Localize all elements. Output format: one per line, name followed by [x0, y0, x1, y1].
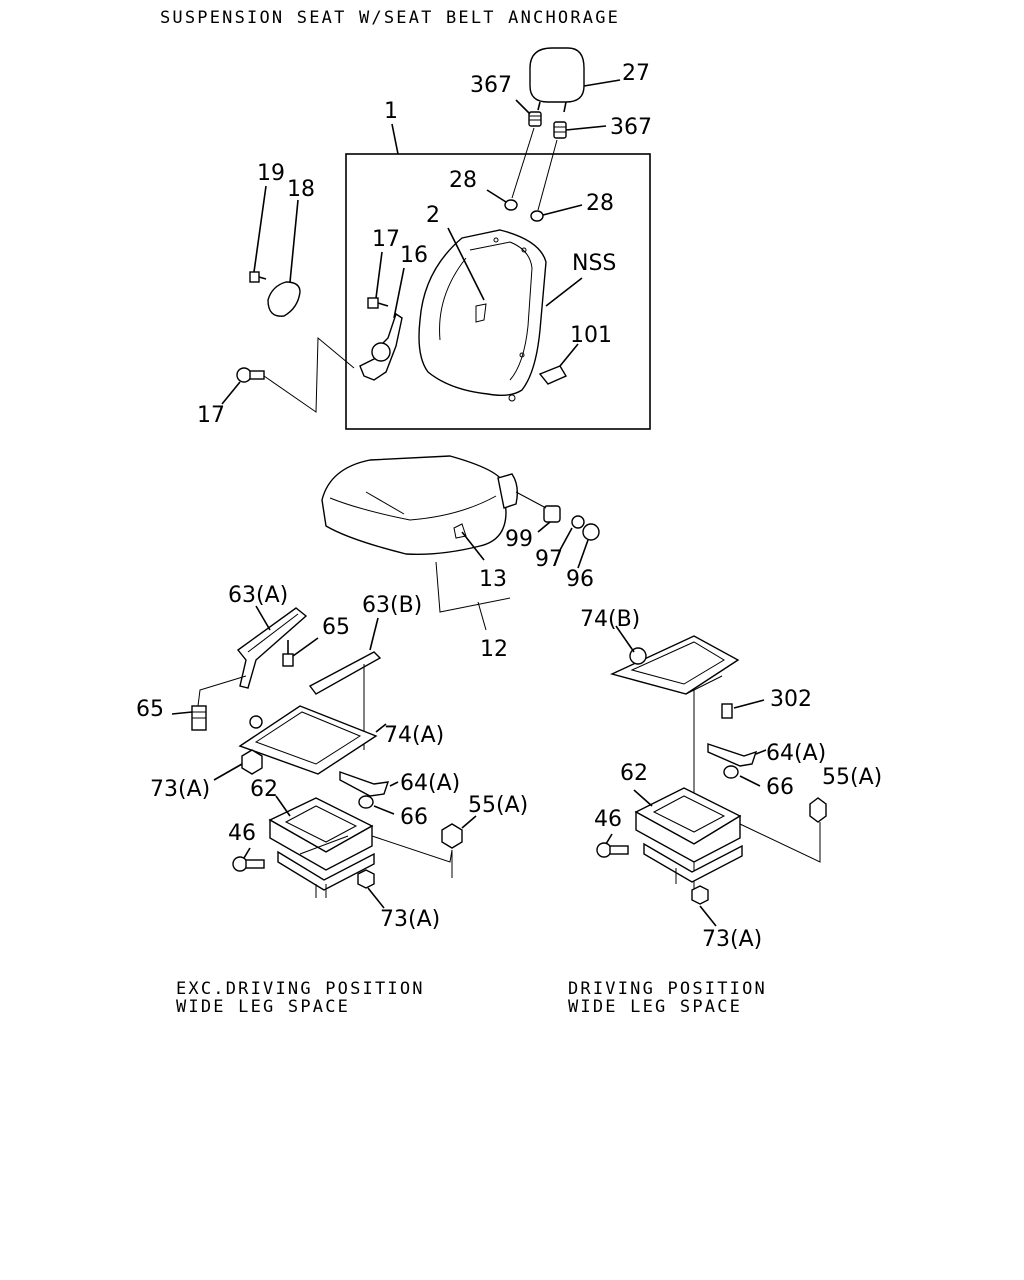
seat-cushion — [321, 455, 519, 555]
diagram-title: SUSPENSION SEAT W/SEAT BELT ANCHORAGE — [160, 8, 620, 28]
callout-66-right: 66 — [766, 775, 794, 800]
callout-65-left: 65 — [136, 697, 164, 722]
callout-73a-upper: 73(A) — [150, 777, 210, 802]
callout-64a-right: 64(A) — [766, 741, 826, 766]
nut-66 — [358, 795, 374, 809]
nut-73a-right — [691, 885, 709, 905]
callout-55a: 55(A) — [468, 793, 528, 818]
bracket-63a — [236, 607, 308, 689]
headrest — [529, 47, 585, 113]
callout-17-lower: 17 — [197, 403, 225, 428]
callout-17-upper: 17 — [372, 227, 400, 252]
recliner-bracket-16 — [359, 312, 403, 381]
callout-18: 18 — [287, 177, 315, 202]
bracket-63b — [308, 651, 382, 695]
callout-28-left: 28 — [449, 168, 477, 193]
callout-55a-right: 55(A) — [822, 765, 882, 790]
callout-367-right: 367 — [610, 115, 652, 140]
callout-28-right: 28 — [586, 191, 614, 216]
callout-27: 27 — [622, 61, 650, 86]
callout-367-left: 367 — [470, 73, 512, 98]
callout-1: 1 — [384, 99, 398, 124]
callout-62: 62 — [250, 777, 278, 802]
washer-97 — [571, 515, 585, 529]
spring-367-left — [528, 111, 542, 127]
callout-63a: 63(A) — [228, 583, 288, 608]
seat-back-cushion — [418, 229, 547, 402]
callout-64a: 64(A) — [400, 771, 460, 796]
callout-46: 46 — [228, 821, 256, 846]
callout-97: 97 — [535, 547, 563, 572]
slide-frame-74a — [238, 705, 378, 775]
caption-right-line2: WIDE LEG SPACE — [568, 997, 742, 1017]
callout-12: 12 — [480, 637, 508, 662]
bolt-46-right — [596, 842, 629, 858]
bolt-19 — [249, 271, 267, 283]
bolt-17-lower — [236, 367, 265, 383]
callout-73a-right: 73(A) — [702, 927, 762, 952]
nut-66-right — [723, 765, 739, 779]
bolt-302 — [721, 703, 733, 719]
bushing-28-left — [504, 199, 518, 211]
caption-right-line1: DRIVING POSITION — [568, 979, 767, 999]
slide-frame-74b — [609, 635, 740, 695]
cover-18 — [267, 281, 301, 317]
strap-64a-right — [707, 743, 758, 767]
bushing-99 — [543, 505, 561, 523]
callout-65-upper: 65 — [322, 615, 350, 640]
callout-2: 2 — [426, 203, 440, 228]
nut-55a — [441, 823, 463, 849]
bolt-65-b — [191, 705, 207, 731]
callout-63b: 63(B) — [362, 593, 422, 618]
clip-101 — [538, 365, 568, 385]
caption-left-line1: EXC.DRIVING POSITION — [176, 979, 425, 999]
bushing-28-right — [530, 210, 544, 222]
callout-62-right: 62 — [620, 761, 648, 786]
callout-96: 96 — [566, 567, 594, 592]
nut-73a-lower — [357, 869, 375, 889]
suspension-62 — [268, 797, 375, 898]
bolt-17-upper — [367, 297, 389, 309]
nut-73a-upper — [241, 749, 263, 775]
callout-13: 13 — [479, 567, 507, 592]
callout-19: 19 — [257, 161, 285, 186]
seatback-group-box — [345, 153, 651, 430]
callout-302: 302 — [770, 687, 812, 712]
callout-16: 16 — [400, 243, 428, 268]
bolt-46 — [232, 856, 265, 872]
bolt-65-a — [282, 640, 294, 667]
strap-64a — [339, 771, 390, 797]
callout-46-right: 46 — [594, 807, 622, 832]
caption-left-line2: WIDE LEG SPACE — [176, 997, 350, 1017]
callout-nss: NSS — [572, 251, 616, 276]
nut-96 — [582, 523, 600, 541]
nut-55a-right — [809, 797, 827, 823]
callout-66: 66 — [400, 805, 428, 830]
spring-367-right — [553, 121, 567, 139]
callout-99: 99 — [505, 527, 533, 552]
callout-74a: 74(A) — [384, 723, 444, 748]
callout-73a-lower: 73(A) — [380, 907, 440, 932]
callout-74b: 74(B) — [580, 607, 640, 632]
callout-101: 101 — [570, 323, 612, 348]
suspension-62-right — [634, 787, 743, 884]
